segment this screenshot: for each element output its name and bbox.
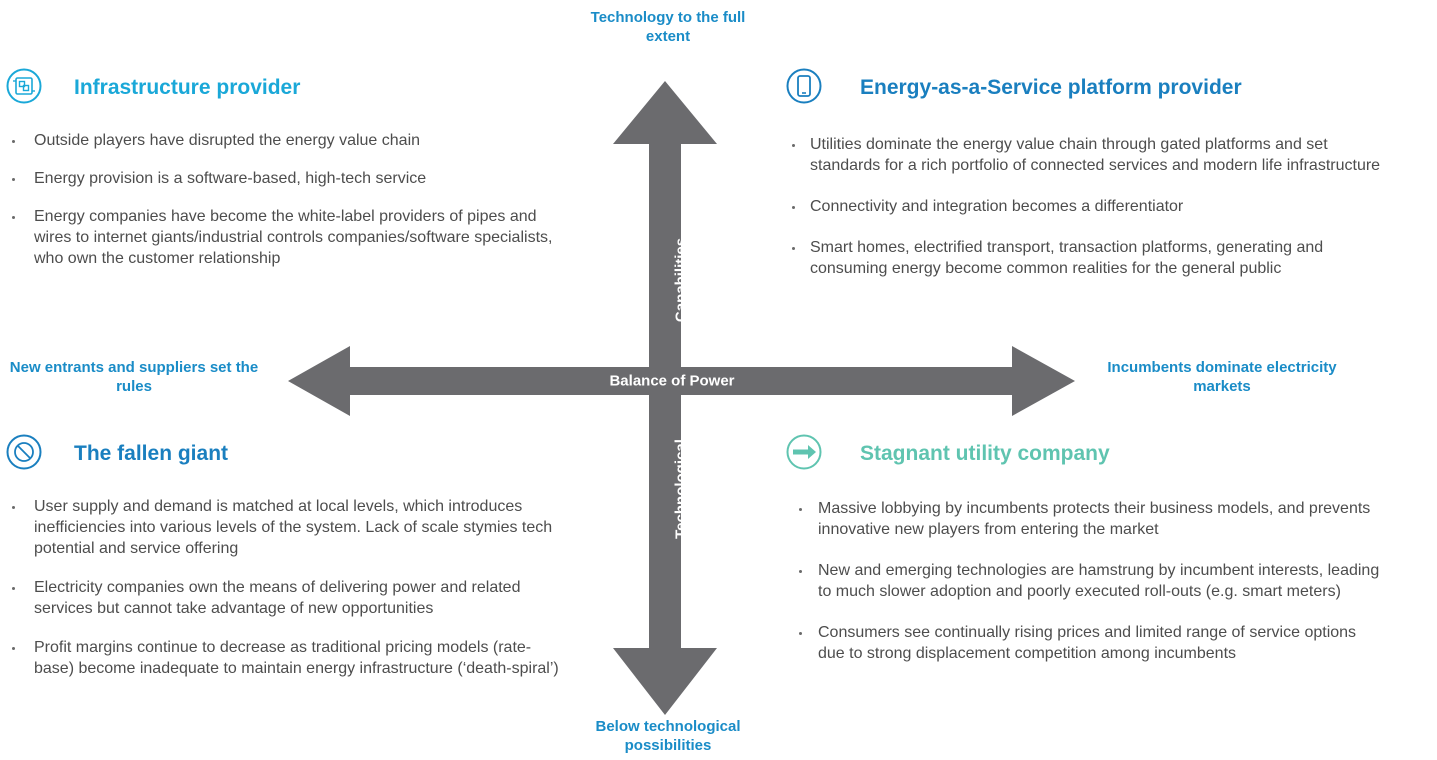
- axis-left-label: New entrants and suppliers set the rules: [9, 359, 259, 395]
- grid-building-icon: [6, 68, 42, 104]
- horizontal-double-arrow: [288, 346, 1075, 416]
- capabilities-label: Capabilities: [672, 237, 690, 323]
- list-item: Electricity companies own the means of d…: [0, 577, 560, 619]
- quadrant-title: The fallen giant: [74, 442, 229, 465]
- vertical-double-arrow: [613, 81, 717, 715]
- arrow-right-icon: [786, 434, 822, 470]
- list-item: Profit margins continue to decrease as t…: [0, 637, 560, 679]
- list-item: Energy provision is a software-based, hi…: [0, 168, 560, 189]
- quadrant-infrastructure-provider: Infrastructure provider Outside players …: [0, 62, 560, 286]
- list-item: Outside players have disrupted the energ…: [0, 130, 560, 151]
- quadrant-energy-as-a-service: Energy-as-a-Service platform provider Ut…: [782, 62, 1382, 299]
- quadrant-title: Stagnant utility company: [860, 442, 1110, 465]
- axis-right-label: Incumbents dominate electricity markets: [1107, 359, 1337, 395]
- balance-of-power-label: Balance of Power: [609, 372, 735, 390]
- quadrant-title: Infrastructure provider: [74, 76, 301, 99]
- bullet-list: Massive lobbying by incumbents protects …: [782, 498, 1382, 664]
- quadrant-title: Energy-as-a-Service platform provider: [860, 76, 1242, 99]
- list-item: New and emerging technologies are hamstr…: [782, 560, 1382, 602]
- quadrant-stagnant-utility: Stagnant utility company Massive lobbyin…: [782, 428, 1382, 684]
- list-item: Consumers see continually rising prices …: [782, 622, 1382, 664]
- axis-bottom-label: Below technological possibilities: [595, 718, 741, 754]
- smartphone-icon: [786, 68, 822, 104]
- list-item: Massive lobbying by incumbents protects …: [782, 498, 1382, 540]
- list-item: Energy companies have become the white-l…: [0, 206, 560, 269]
- bullet-list: User supply and demand is matched at loc…: [0, 496, 560, 679]
- list-item: Connectivity and integration becomes a d…: [782, 196, 1382, 217]
- axis-top-label: Technology to the full extent: [590, 9, 746, 45]
- technological-label: Technological: [672, 439, 690, 539]
- bullet-list: Outside players have disrupted the energ…: [0, 130, 560, 269]
- bullet-list: Utilities dominate the energy value chai…: [782, 134, 1382, 279]
- list-item: User supply and demand is matched at loc…: [0, 496, 560, 559]
- quadrant-header: Energy-as-a-Service platform provider: [782, 62, 1382, 110]
- quadrant-header: Infrastructure provider: [0, 62, 560, 110]
- quadrant-header: The fallen giant: [0, 428, 560, 476]
- list-item: Utilities dominate the energy value chai…: [782, 134, 1382, 176]
- prohibited-icon: [6, 434, 42, 470]
- quadrant-fallen-giant: The fallen giant User supply and demand …: [0, 428, 560, 697]
- quadrant-header: Stagnant utility company: [782, 428, 1382, 476]
- list-item: Smart homes, electrified transport, tran…: [782, 237, 1382, 279]
